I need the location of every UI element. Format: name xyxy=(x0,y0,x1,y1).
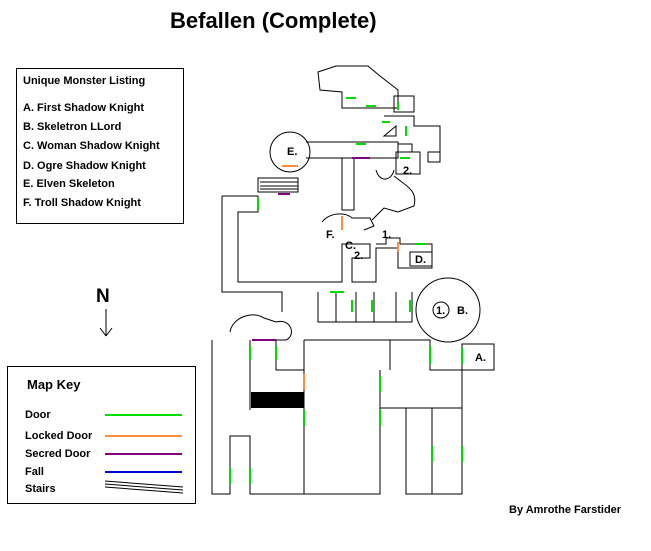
key-swatch-door xyxy=(105,414,182,416)
key-swatch-locked-door xyxy=(105,435,182,437)
monster-entry-b: B. Skeletron LLord xyxy=(23,121,122,133)
monster-entry-c: C. Woman Shadow Knight xyxy=(23,140,160,152)
f-passage xyxy=(321,213,375,231)
map-label-d: D. xyxy=(415,254,426,266)
monster-entry-d: D. Ogre Shadow Knight xyxy=(23,160,146,172)
winding-passage xyxy=(371,169,416,221)
top-chamber xyxy=(317,65,399,109)
fall-pit xyxy=(251,392,304,408)
room-b xyxy=(415,277,481,343)
key-label-door: Door xyxy=(25,409,51,421)
corridor-e xyxy=(306,141,399,159)
room-top-two xyxy=(395,151,421,175)
top-small-room xyxy=(393,95,415,113)
map-title: Befallen (Complete) xyxy=(170,8,377,33)
lower-right-complex xyxy=(304,339,463,495)
map-label-c-num: 2. xyxy=(354,250,363,262)
lower-right-inner xyxy=(379,370,463,494)
map-label-top-two: 2. xyxy=(403,165,412,177)
key-label-stairs: Stairs xyxy=(25,483,56,495)
stairs-room xyxy=(257,177,299,193)
north-arrow-icon xyxy=(99,309,113,337)
west-block-left xyxy=(221,196,283,312)
map-label-a: A. xyxy=(475,352,486,364)
key-label-secret-door: Secred Door xyxy=(25,448,91,460)
map-doors xyxy=(229,97,463,484)
room-b-marker xyxy=(432,301,450,319)
lower-stair-curve xyxy=(229,314,292,341)
room-e xyxy=(269,131,311,173)
monster-entry-a: A. First Shadow Knight xyxy=(23,102,144,114)
monster-listing-heading: Unique Monster Listing xyxy=(23,75,146,87)
key-label-locked-door: Locked Door xyxy=(25,430,93,442)
monster-entry-f: F. Troll Shadow Knight xyxy=(23,197,141,209)
map-key-panel: Map Key Door Locked Door Secred Door Fal… xyxy=(7,366,196,504)
map-label-b: B. xyxy=(457,305,468,317)
key-swatch-stairs xyxy=(104,480,184,494)
monster-listing-panel: Unique Monster Listing A. First Shadow K… xyxy=(16,68,184,224)
monster-entry-e: E. Elven Skeleton xyxy=(23,178,115,190)
lower-center xyxy=(304,339,391,370)
map-walls xyxy=(211,65,495,495)
top-right-rooms xyxy=(382,115,441,163)
key-swatch-secret-door xyxy=(105,453,182,455)
key-swatch-fall xyxy=(105,471,182,473)
west-block-top xyxy=(222,195,433,283)
map-label-c: C. xyxy=(345,240,356,252)
map-label-f: F. xyxy=(326,229,335,241)
key-label-fall: Fall xyxy=(25,466,44,478)
north-compass-label: N xyxy=(96,286,110,307)
map-key-heading: Map Key xyxy=(27,377,81,392)
author-credit: By Amrothe Farstider xyxy=(509,504,622,516)
middle-rooms xyxy=(317,292,413,323)
map-label-e: E. xyxy=(287,146,297,158)
map-label-b-num: 1. xyxy=(436,305,445,317)
central-passage xyxy=(341,158,355,211)
room-d xyxy=(409,251,433,267)
lower-left-complex xyxy=(211,340,305,495)
map-label-f-num: 1. xyxy=(382,229,391,241)
